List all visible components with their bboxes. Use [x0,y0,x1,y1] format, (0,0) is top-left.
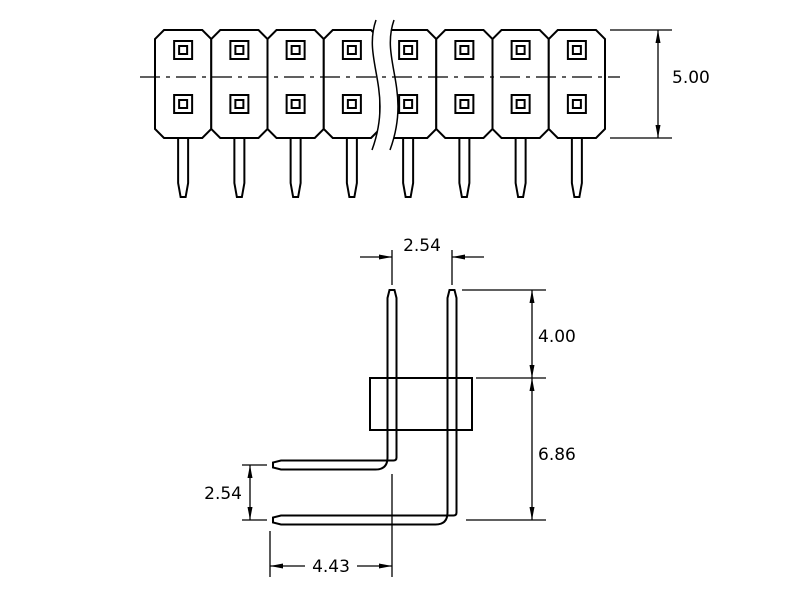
pin-cross-section [285,40,306,60]
front-view-squares [173,40,587,114]
pin-cross-section-inner [234,45,245,55]
pin-cross-section-inner [459,45,470,55]
dim-row-pitch: 2.54 [204,464,267,521]
pin-cross-section-inner [515,45,526,55]
arrowhead-up [529,378,535,391]
header-body-segment [435,29,494,139]
arrowhead-up [655,30,661,43]
pin-cross-section-inner [403,45,414,55]
dim-body-height-label: 5.00 [672,68,710,88]
arrowhead-up [529,290,535,303]
front-view: 5.00 [140,19,710,198]
front-pin [233,137,246,198]
pin-cross-section-inner [571,45,582,55]
header-body-segment [154,29,213,139]
pin-cross-section [229,94,250,114]
pin-cross-section [566,40,587,60]
pin-cross-section-inner [178,99,189,109]
dim-pin-pitch-label: 2.54 [403,236,441,256]
pin-cross-section [398,94,419,114]
pin-cross-section [341,94,362,114]
dim-row-pitch-label: 2.54 [204,484,242,504]
pin-cross-section [454,40,475,60]
pin-cross-section-inner [234,99,245,109]
dim-overall-height: 6.86 [466,378,576,521]
pin-cross-section [173,40,194,60]
dim-tail-length-label: 4.43 [312,557,350,577]
arrowhead-right [379,563,392,569]
break-line-left [371,19,381,151]
dim-pin-pitch: 2.54 [360,236,484,285]
front-pin [570,137,583,198]
front-pin [458,137,471,198]
header-body-segment [210,29,269,139]
pin-cross-section-inner [290,45,301,55]
header-body-segment [491,29,550,139]
pin-cross-section-inner [571,99,582,109]
dim-pin-length-label: 4.00 [538,327,576,347]
front-pin [177,137,190,198]
arrowhead-down [529,365,535,378]
side-view: 2.54 4.00 6.86 2.54 [204,236,576,577]
arrowhead-right [379,254,392,260]
pin-cross-section-inner [178,45,189,55]
front-pin [402,137,415,198]
dim-body-height: 5.00 [610,29,710,139]
header-body-segment [266,29,325,139]
pin-cross-section [566,94,587,114]
pin-cross-section [173,94,194,114]
pin-cross-section [398,40,419,60]
arrowhead-up [247,465,253,478]
pin-left-bent [272,289,398,471]
pin-cross-section [510,40,531,60]
front-view-segments [154,29,606,198]
arrowhead-left [452,254,465,260]
pin-cross-section [341,40,362,60]
front-pin [514,137,527,198]
pin-cross-section-inner [515,99,526,109]
front-pin [345,137,358,198]
dim-tail-length: 4.43 [269,474,393,577]
break-mask [372,20,398,150]
arrowhead-down [655,125,661,138]
pin-cross-section-inner [459,99,470,109]
dim-pin-length: 4.00 [462,289,576,379]
pin-cross-section-inner [403,99,414,109]
insulator-body [369,377,473,431]
header-body-segment [547,29,606,139]
arrowhead-left [270,563,283,569]
arrowhead-down [247,507,253,520]
pin-cross-section [285,94,306,114]
pin-right-bent [272,289,458,526]
front-pin [289,137,302,198]
pin-cross-section [454,94,475,114]
dim-overall-height-label: 6.86 [538,445,576,465]
pin-cross-section-inner [290,99,301,109]
arrowhead-down [529,507,535,520]
dim-text-backing [305,556,357,575]
pin-cross-section-inner [346,45,357,55]
pin-cross-section-inner [346,99,357,109]
pin-cross-section [229,40,250,60]
pin-cross-section [510,94,531,114]
